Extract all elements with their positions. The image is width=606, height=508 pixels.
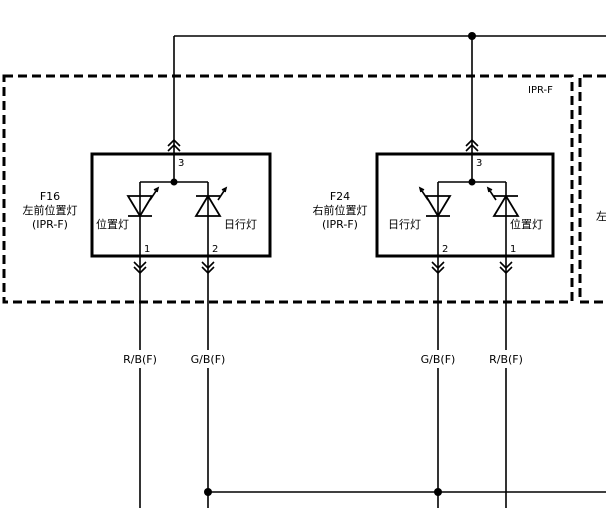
f16-lamp-left-label: 位置灯	[96, 217, 129, 231]
edge-label: 左	[596, 210, 606, 223]
f16-pin-right: 2	[212, 244, 218, 255]
region-boundary	[2, 74, 574, 304]
f24-ref: F24	[330, 190, 350, 203]
f24-pin-left: 2	[442, 244, 448, 255]
splice-bottom-right	[434, 488, 442, 496]
f24-lamp2-diode-icon	[486, 186, 520, 217]
f16-pin-left: 1	[144, 244, 150, 255]
f16-lamp2-diode-icon	[194, 186, 228, 217]
f16-lamp-right-label: 日行灯	[224, 218, 257, 231]
f24-lamp-right-label: 位置灯	[510, 217, 543, 231]
f24-variant: (IPR-F)	[322, 218, 358, 231]
region-label: IPR-F	[528, 85, 553, 96]
f24-component-box	[375, 152, 555, 258]
f16-variant: (IPR-F)	[32, 218, 68, 231]
f16-lamp1-diode-icon	[126, 186, 160, 218]
f24-pin-right: 1	[510, 244, 516, 255]
f16-component-box	[90, 152, 272, 258]
region-boundary-next	[578, 74, 606, 304]
wire-label-w3: G/B(F)	[421, 353, 456, 366]
f16-pin-top: 3	[178, 158, 184, 169]
splice-bottom-left	[204, 488, 212, 496]
wire-label-w1: R/B(F)	[123, 353, 157, 366]
f16-ref: F16	[40, 190, 60, 203]
f24-name: 右前位置灯	[313, 203, 368, 217]
f24-lamp1-diode-icon	[418, 186, 452, 218]
f24-lamp-left-label: 日行灯	[388, 218, 421, 231]
f16-name: 左前位置灯	[23, 203, 78, 217]
connector-chevron	[167, 138, 181, 152]
connector-chevron	[465, 138, 479, 152]
wire-label-w4: R/B(F)	[489, 353, 523, 366]
wire-label-w2: G/B(F)	[191, 353, 226, 366]
f24-pin-top: 3	[476, 158, 482, 169]
